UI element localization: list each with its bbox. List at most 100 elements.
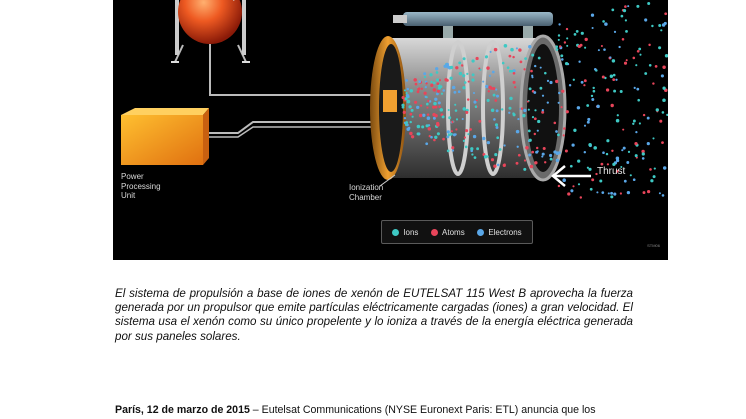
plume-particle <box>462 74 466 78</box>
plume-particle <box>555 158 560 163</box>
plume-particle <box>465 129 469 133</box>
plume-particle <box>512 69 516 73</box>
plume-particle <box>558 45 562 48</box>
plume-particle <box>561 58 564 61</box>
plume-particle <box>423 72 427 76</box>
plume-particle <box>403 89 406 92</box>
plume-particle <box>620 14 624 18</box>
plume-particle <box>601 75 605 79</box>
thruster-diagram: Power Processing Unit Ionization Chamber… <box>113 0 668 260</box>
plume-particle <box>446 130 450 134</box>
plume-particle <box>416 105 420 110</box>
plume-particle <box>495 94 500 98</box>
plume-particle <box>485 84 489 89</box>
plume-particle <box>632 119 636 123</box>
plume-particle <box>609 74 614 79</box>
plume-particle <box>453 90 457 94</box>
plume-particle <box>557 151 561 155</box>
plume-particle <box>555 48 559 51</box>
plume-particle <box>425 142 429 146</box>
plume-particle <box>439 108 444 112</box>
plume-particle <box>454 133 457 136</box>
plume-particle <box>627 5 630 8</box>
plume-particle <box>458 61 462 65</box>
plume-particle <box>427 99 430 103</box>
plume-particle <box>446 65 450 69</box>
plume-particle <box>639 53 642 56</box>
plume-particle <box>619 90 623 93</box>
plume-particle <box>607 192 610 195</box>
plume-particle <box>580 31 584 35</box>
plume-particle <box>417 87 421 91</box>
plume-particle <box>541 94 545 97</box>
dateline: París, 12 de marzo de 2015 <box>115 404 250 416</box>
plume-particle <box>610 191 614 195</box>
plume-particle <box>615 118 620 123</box>
plume-particle <box>537 119 541 124</box>
plume-particle <box>494 123 499 127</box>
plume-particle <box>416 132 420 136</box>
plume-particle <box>591 178 595 182</box>
plume-particle <box>523 68 526 71</box>
plume-particle <box>466 98 470 101</box>
plume-particle <box>439 85 443 89</box>
plume-particle <box>482 80 485 83</box>
plume-particle <box>615 78 618 81</box>
plume-particle <box>451 146 455 150</box>
plume-particle <box>592 86 595 90</box>
plume-particle <box>492 93 496 97</box>
plume-particle <box>449 65 454 70</box>
plume-particle <box>577 159 581 163</box>
plume-particle <box>544 161 547 164</box>
plume-particle <box>652 82 655 85</box>
plume-particle <box>583 84 586 87</box>
plume-particle <box>426 102 429 106</box>
plume-particle <box>579 196 583 199</box>
plume-particle <box>646 116 650 120</box>
plume-particle <box>425 124 429 128</box>
plume-particle <box>561 89 565 93</box>
plume-particle <box>613 192 617 196</box>
thrust-label: Thrust <box>597 166 626 177</box>
plume-particle <box>436 89 440 93</box>
plume-particle <box>512 80 516 84</box>
plume-particle <box>490 158 495 162</box>
plume-particle <box>634 154 638 158</box>
plume-particle <box>644 18 648 22</box>
plume-particle <box>405 121 409 124</box>
plume-particle <box>575 30 579 33</box>
plume-particle <box>466 72 469 76</box>
plume-particle <box>601 191 605 194</box>
plume-particle <box>539 66 542 69</box>
plume-particle <box>606 139 610 143</box>
plume-particle <box>605 152 609 156</box>
plume-particle <box>564 61 569 66</box>
plume-particle <box>406 87 410 91</box>
plume-particle <box>409 89 414 93</box>
plume-particle <box>447 133 451 137</box>
plume-particle <box>577 44 581 49</box>
plume-particle <box>619 192 623 195</box>
plume-particle <box>432 116 436 120</box>
plume-particle <box>517 153 521 157</box>
plume-particle <box>642 113 646 117</box>
plume-particle <box>637 98 640 102</box>
plume-particle <box>494 99 498 102</box>
atom-dot-icon <box>431 228 439 236</box>
plume-particle <box>590 94 594 98</box>
plume-particle <box>478 119 482 123</box>
plume-particle <box>429 73 433 77</box>
plume-particle <box>612 162 616 167</box>
plume-particle <box>652 175 656 179</box>
plume-particle <box>662 65 666 70</box>
plume-particle <box>503 163 506 166</box>
plume-particle <box>523 159 527 162</box>
plume-particle <box>625 30 628 33</box>
plume-particle <box>475 99 478 102</box>
plume-particle <box>454 103 457 106</box>
plume-particle <box>566 37 569 40</box>
plume-particle <box>444 78 448 82</box>
plume-particle <box>626 161 630 164</box>
plume-particle <box>662 86 666 90</box>
plume-particle <box>405 94 410 98</box>
